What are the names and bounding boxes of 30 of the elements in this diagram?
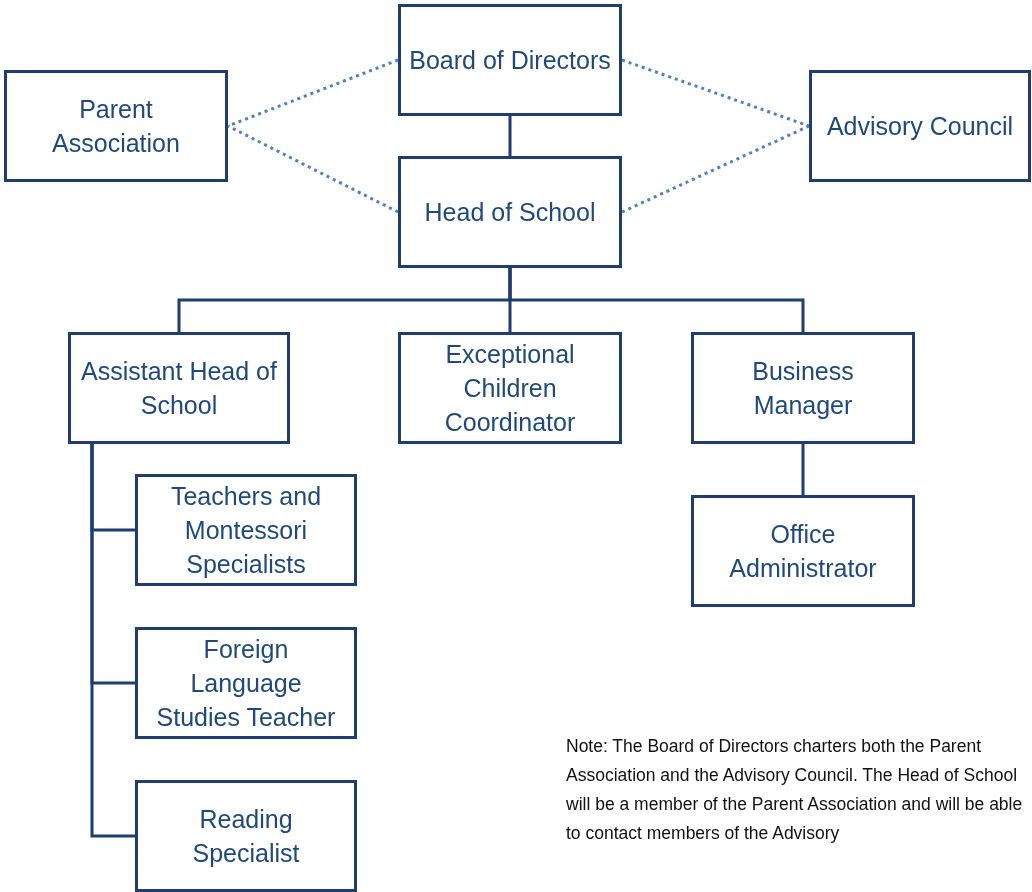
box-label: Parent Association — [51, 94, 181, 159]
dotted-connector — [621, 58, 810, 128]
org-box — [691, 495, 915, 607]
org-box — [398, 156, 622, 268]
box-label: Assistant Head of School — [80, 356, 278, 421]
org-box — [398, 4, 622, 116]
note-text: Note: The Board of Directors charters both the Parent Association and the Advisory Council. The Head of School will be a member of the Parent Association and will be able to contact members of the Advisory — [566, 735, 1024, 845]
box-label: Reading Specialist — [191, 804, 301, 869]
org-box — [691, 332, 915, 444]
box-label: Teachers and Montessori Specialists — [169, 481, 323, 580]
dotted-connector — [621, 124, 810, 214]
box-label: Foreign Language Studies Teacher — [155, 634, 337, 733]
connector-line — [90, 444, 135, 838]
box-label: Board of Directors — [409, 45, 611, 76]
connector-line — [508, 116, 512, 156]
org-box — [4, 70, 228, 182]
box-label: Exceptional Children Coordinator — [443, 339, 577, 438]
box-label: Head of School — [424, 197, 596, 228]
org-box — [135, 627, 357, 739]
box-label: Advisory Council — [826, 111, 1014, 142]
org-box — [809, 70, 1031, 182]
connector-line — [508, 268, 805, 332]
org-box — [135, 474, 357, 586]
box-label: Office Administrator — [728, 519, 878, 584]
box-label: Business Manager — [751, 356, 855, 421]
org-box — [398, 332, 622, 444]
connector-line — [801, 444, 805, 495]
dotted-connector — [227, 124, 399, 214]
org-box — [68, 332, 290, 444]
org-box — [135, 780, 357, 892]
